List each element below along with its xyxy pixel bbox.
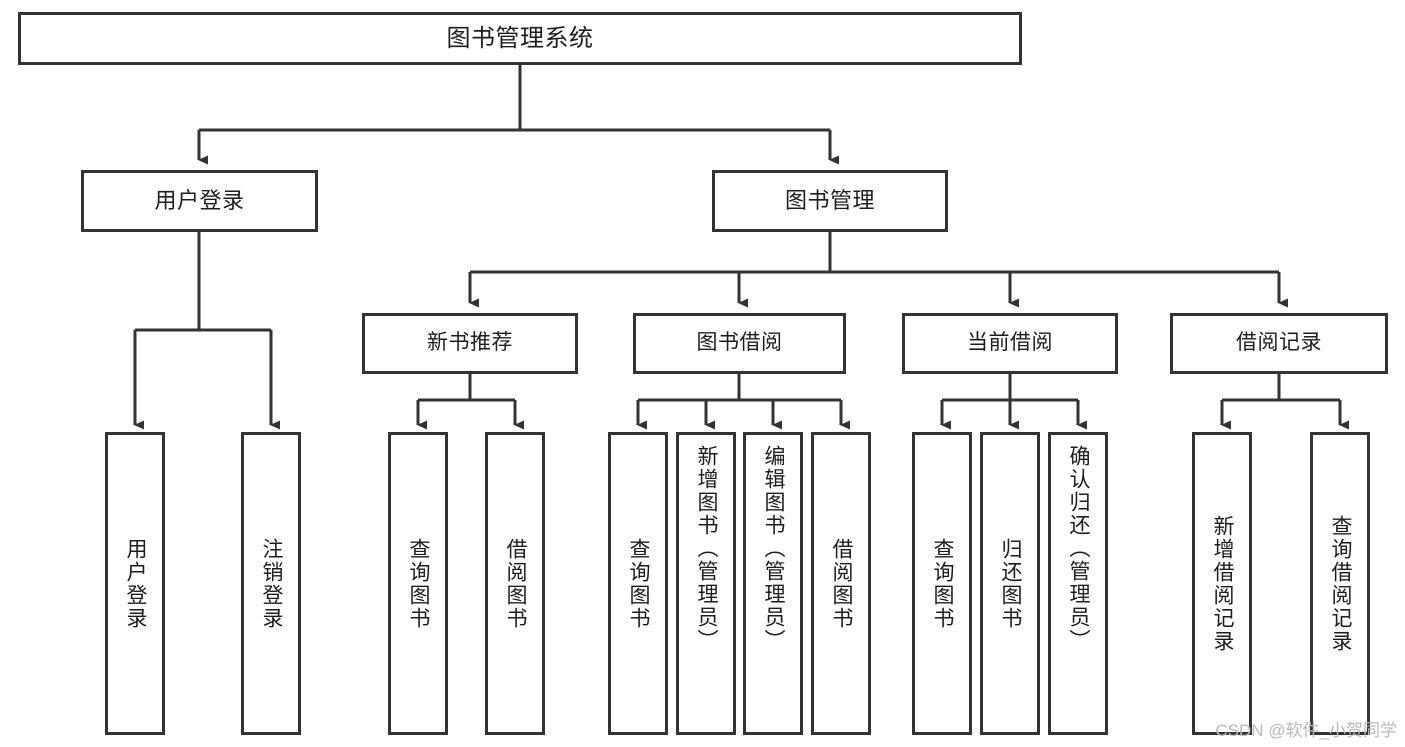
- leaf-current-return-book[interactable]: 归还图书: [980, 432, 1040, 735]
- node-current-borrow[interactable]: 当前借阅: [902, 313, 1118, 374]
- node-label: 查询图书: [627, 537, 651, 630]
- node-borrow-records[interactable]: 借阅记录: [1170, 313, 1388, 374]
- node-label: 用户登录: [124, 537, 148, 630]
- node-new-book-recommend[interactable]: 新书推荐: [362, 313, 578, 374]
- node-label: 图书管理系统: [446, 24, 594, 52]
- node-label: 查询图书: [931, 537, 955, 630]
- node-label: 借阅记录: [1236, 331, 1322, 355]
- leaf-user-login-logout[interactable]: 注销登录: [241, 432, 301, 735]
- node-label: 归还图书: [999, 537, 1023, 630]
- node-label: 注销登录: [260, 537, 284, 630]
- leaf-recommend-query-book[interactable]: 查询图书: [388, 432, 448, 735]
- node-label: 借阅图书: [504, 537, 528, 630]
- node-label: 新增图书（管理员）: [695, 445, 719, 652]
- node-label: 编辑图书（管理员）: [762, 445, 786, 652]
- node-root-system[interactable]: 图书管理系统: [18, 12, 1022, 65]
- node-label: 借阅图书: [830, 537, 854, 630]
- node-book-borrow[interactable]: 图书借阅: [633, 313, 846, 374]
- leaf-borrow-borrow-book[interactable]: 借阅图书: [811, 432, 871, 735]
- leaf-records-add-record[interactable]: 新增借阅记录: [1192, 432, 1252, 735]
- leaf-current-query-book[interactable]: 查询图书: [912, 432, 972, 735]
- leaf-borrow-query-book[interactable]: 查询图书: [608, 432, 668, 735]
- leaf-recommend-borrow-book[interactable]: 借阅图书: [485, 432, 545, 735]
- node-label: 确认归还（管理员）: [1067, 445, 1091, 652]
- node-label: 查询图书: [407, 537, 431, 630]
- node-label: 当前借阅: [967, 331, 1053, 355]
- leaf-user-login-login[interactable]: 用户登录: [105, 432, 165, 735]
- node-book-management[interactable]: 图书管理: [712, 170, 948, 232]
- leaf-records-query-record[interactable]: 查询借阅记录: [1310, 432, 1370, 735]
- node-label: 图书借阅: [696, 331, 783, 355]
- leaf-borrow-add-book-admin[interactable]: 新增图书（管理员）: [676, 432, 736, 735]
- csdn-watermark: CSDN @软件_小贺同学: [1215, 721, 1397, 740]
- node-label: 用户登录: [154, 188, 245, 214]
- node-user-login[interactable]: 用户登录: [81, 170, 318, 232]
- node-label: 图书管理: [784, 188, 875, 214]
- node-label: 查询借阅记录: [1329, 514, 1353, 653]
- leaf-borrow-edit-book-admin[interactable]: 编辑图书（管理员）: [743, 432, 803, 735]
- leaf-current-confirm-return-admin[interactable]: 确认归还（管理员）: [1048, 432, 1108, 735]
- node-label: 新增借阅记录: [1211, 514, 1235, 653]
- node-label: 新书推荐: [427, 331, 513, 355]
